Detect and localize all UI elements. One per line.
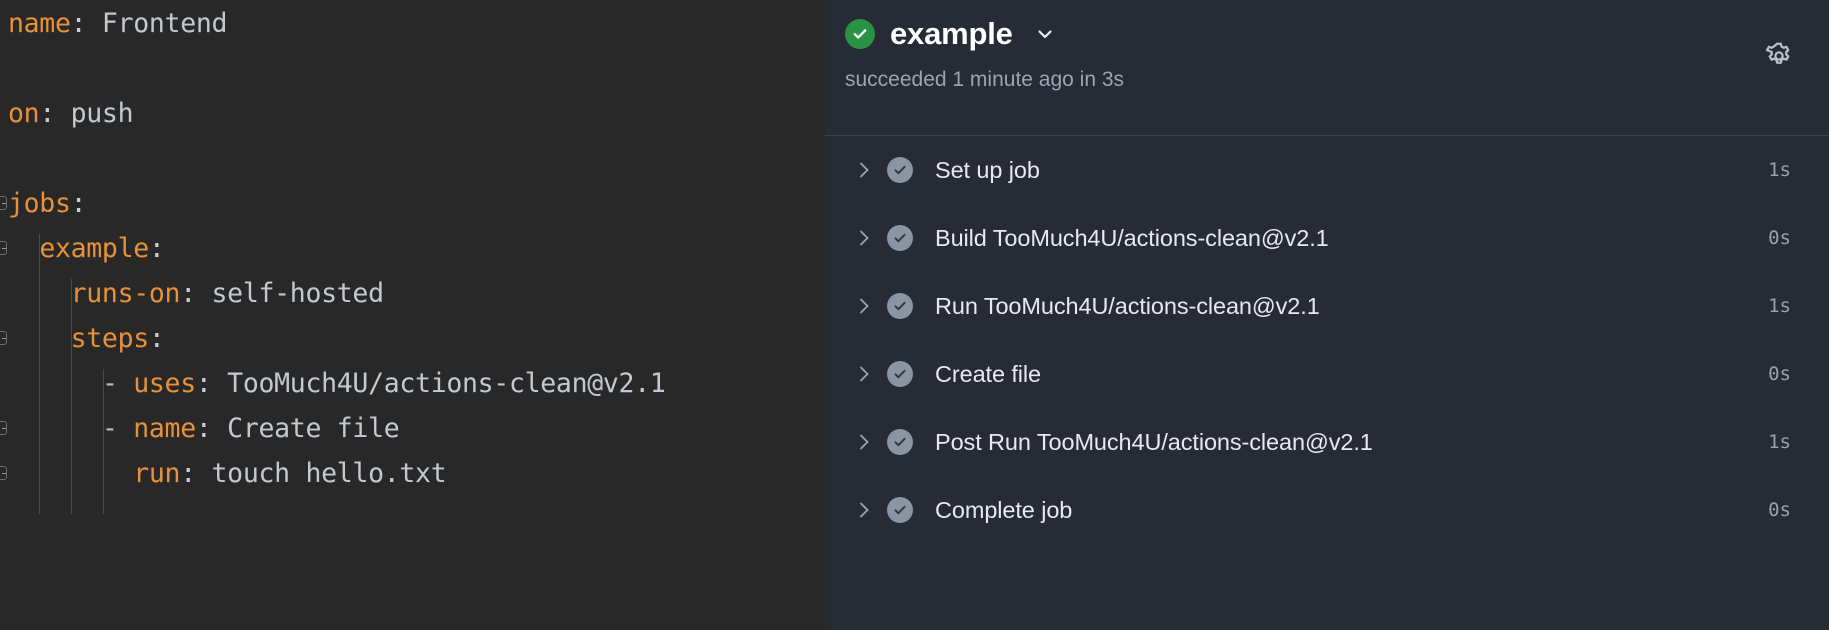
step-label: Create file xyxy=(935,360,1042,387)
indent-guide xyxy=(71,279,72,514)
code-line[interactable]: example: xyxy=(8,226,165,271)
code-token-key: runs-on xyxy=(70,278,181,309)
chevron-right-icon[interactable] xyxy=(853,159,887,181)
step-duration: 0s xyxy=(1768,499,1791,521)
step-duration: 1s xyxy=(1768,295,1791,317)
code-token-val: push xyxy=(54,98,134,129)
code-line[interactable]: name: Frontend xyxy=(8,1,227,46)
indent-guide xyxy=(103,369,104,514)
code-token-key: on xyxy=(8,98,40,129)
step-row[interactable]: Build TooMuch4U/actions-clean@v2.1 0s xyxy=(825,204,1829,272)
step-row[interactable]: Create file 0s xyxy=(825,340,1829,408)
step-duration: 1s xyxy=(1768,159,1791,181)
code-token-punct: : xyxy=(148,323,165,354)
code-token-key: example xyxy=(39,233,149,264)
code-token-punct: : xyxy=(195,413,212,444)
check-circle-icon xyxy=(887,361,913,387)
code-token-key: jobs xyxy=(8,188,71,219)
code-line[interactable]: - name: Create file xyxy=(8,406,400,451)
code-fold-toggle[interactable] xyxy=(0,466,7,480)
code-token-punct: : xyxy=(148,233,165,264)
code-token-key: uses xyxy=(133,368,196,399)
job-title-row[interactable]: example xyxy=(845,16,1058,52)
code-token-val: Frontend xyxy=(86,8,228,39)
check-circle-icon xyxy=(845,19,875,49)
code-token-dash: - xyxy=(101,413,134,444)
step-row[interactable]: Set up job 1s xyxy=(825,136,1829,204)
check-circle-icon xyxy=(887,497,913,523)
job-status-summary: succeeded 1 minute ago in 3s xyxy=(845,68,1125,91)
job-header: example succeeded 1 minute ago in 3s xyxy=(825,0,1829,136)
code-line[interactable]: run: touch hello.txt xyxy=(8,451,446,496)
step-row[interactable]: Complete job 0s xyxy=(825,476,1829,544)
code-token-dash: - xyxy=(101,368,134,399)
step-duration: 0s xyxy=(1768,363,1791,385)
step-label: Complete job xyxy=(935,496,1073,523)
code-line[interactable]: on: push xyxy=(8,91,134,136)
chevron-down-icon[interactable] xyxy=(1032,21,1058,47)
check-circle-icon xyxy=(887,429,913,455)
check-circle-icon xyxy=(887,225,913,251)
check-circle-icon xyxy=(887,157,913,183)
chevron-right-icon[interactable] xyxy=(853,295,887,317)
job-log-panel: example succeeded 1 minute ago in 3s Set… xyxy=(825,0,1829,630)
job-title: example xyxy=(890,16,1013,51)
code-line[interactable]: steps: xyxy=(8,316,165,361)
code-token-punct: : xyxy=(70,8,87,39)
code-fold-toggle[interactable] xyxy=(0,331,7,345)
code-token-key: run xyxy=(133,458,181,489)
step-duration: 1s xyxy=(1768,431,1791,453)
step-row[interactable]: Run TooMuch4U/actions-clean@v2.1 1s xyxy=(825,272,1829,340)
code-token-val: touch hello.txt xyxy=(195,458,447,489)
code-content[interactable]: name: Frontend on: push jobs: example: run… xyxy=(0,0,825,630)
code-line[interactable]: runs-on: self-hosted xyxy=(8,271,384,316)
step-label: Build TooMuch4U/actions-clean@v2.1 xyxy=(935,224,1329,251)
step-label: Set up job xyxy=(935,156,1040,183)
code-token-punct: : xyxy=(39,98,55,129)
chevron-right-icon[interactable] xyxy=(853,227,887,249)
code-fold-toggle[interactable] xyxy=(0,196,7,210)
code-line[interactable]: - uses: TooMuch4U/actions-clean@v2.1 xyxy=(8,361,666,406)
chevron-right-icon[interactable] xyxy=(853,499,887,521)
editor-fold-gutter[interactable] xyxy=(0,0,8,630)
code-token-key: steps xyxy=(70,323,150,354)
code-fold-toggle[interactable] xyxy=(0,241,7,255)
code-token-key: name xyxy=(133,413,196,444)
step-duration: 0s xyxy=(1768,227,1791,249)
check-circle-icon xyxy=(887,293,913,319)
indent-guide xyxy=(39,234,40,514)
yaml-code-editor[interactable]: name: Frontend on: push jobs: example: run… xyxy=(0,0,825,630)
code-token-key: name xyxy=(8,8,71,39)
code-token-val: self-hosted xyxy=(195,278,385,309)
code-token-punct: : xyxy=(70,188,87,219)
gear-icon[interactable] xyxy=(1761,38,1797,74)
step-label: Run TooMuch4U/actions-clean@v2.1 xyxy=(935,292,1320,319)
code-token-punct: : xyxy=(195,368,212,399)
code-token-val: Create file xyxy=(211,413,400,444)
chevron-right-icon[interactable] xyxy=(853,431,887,453)
code-token-punct: : xyxy=(180,458,196,489)
chevron-right-icon[interactable] xyxy=(853,363,887,385)
code-token-val: TooMuch4U/actions-clean@v2.1 xyxy=(211,368,666,399)
code-fold-toggle[interactable] xyxy=(0,421,7,435)
code-line[interactable]: jobs: xyxy=(8,181,87,226)
step-row[interactable]: Post Run TooMuch4U/actions-clean@v2.1 1s xyxy=(825,408,1829,476)
code-token-punct: : xyxy=(180,278,196,309)
step-label: Post Run TooMuch4U/actions-clean@v2.1 xyxy=(935,428,1373,455)
